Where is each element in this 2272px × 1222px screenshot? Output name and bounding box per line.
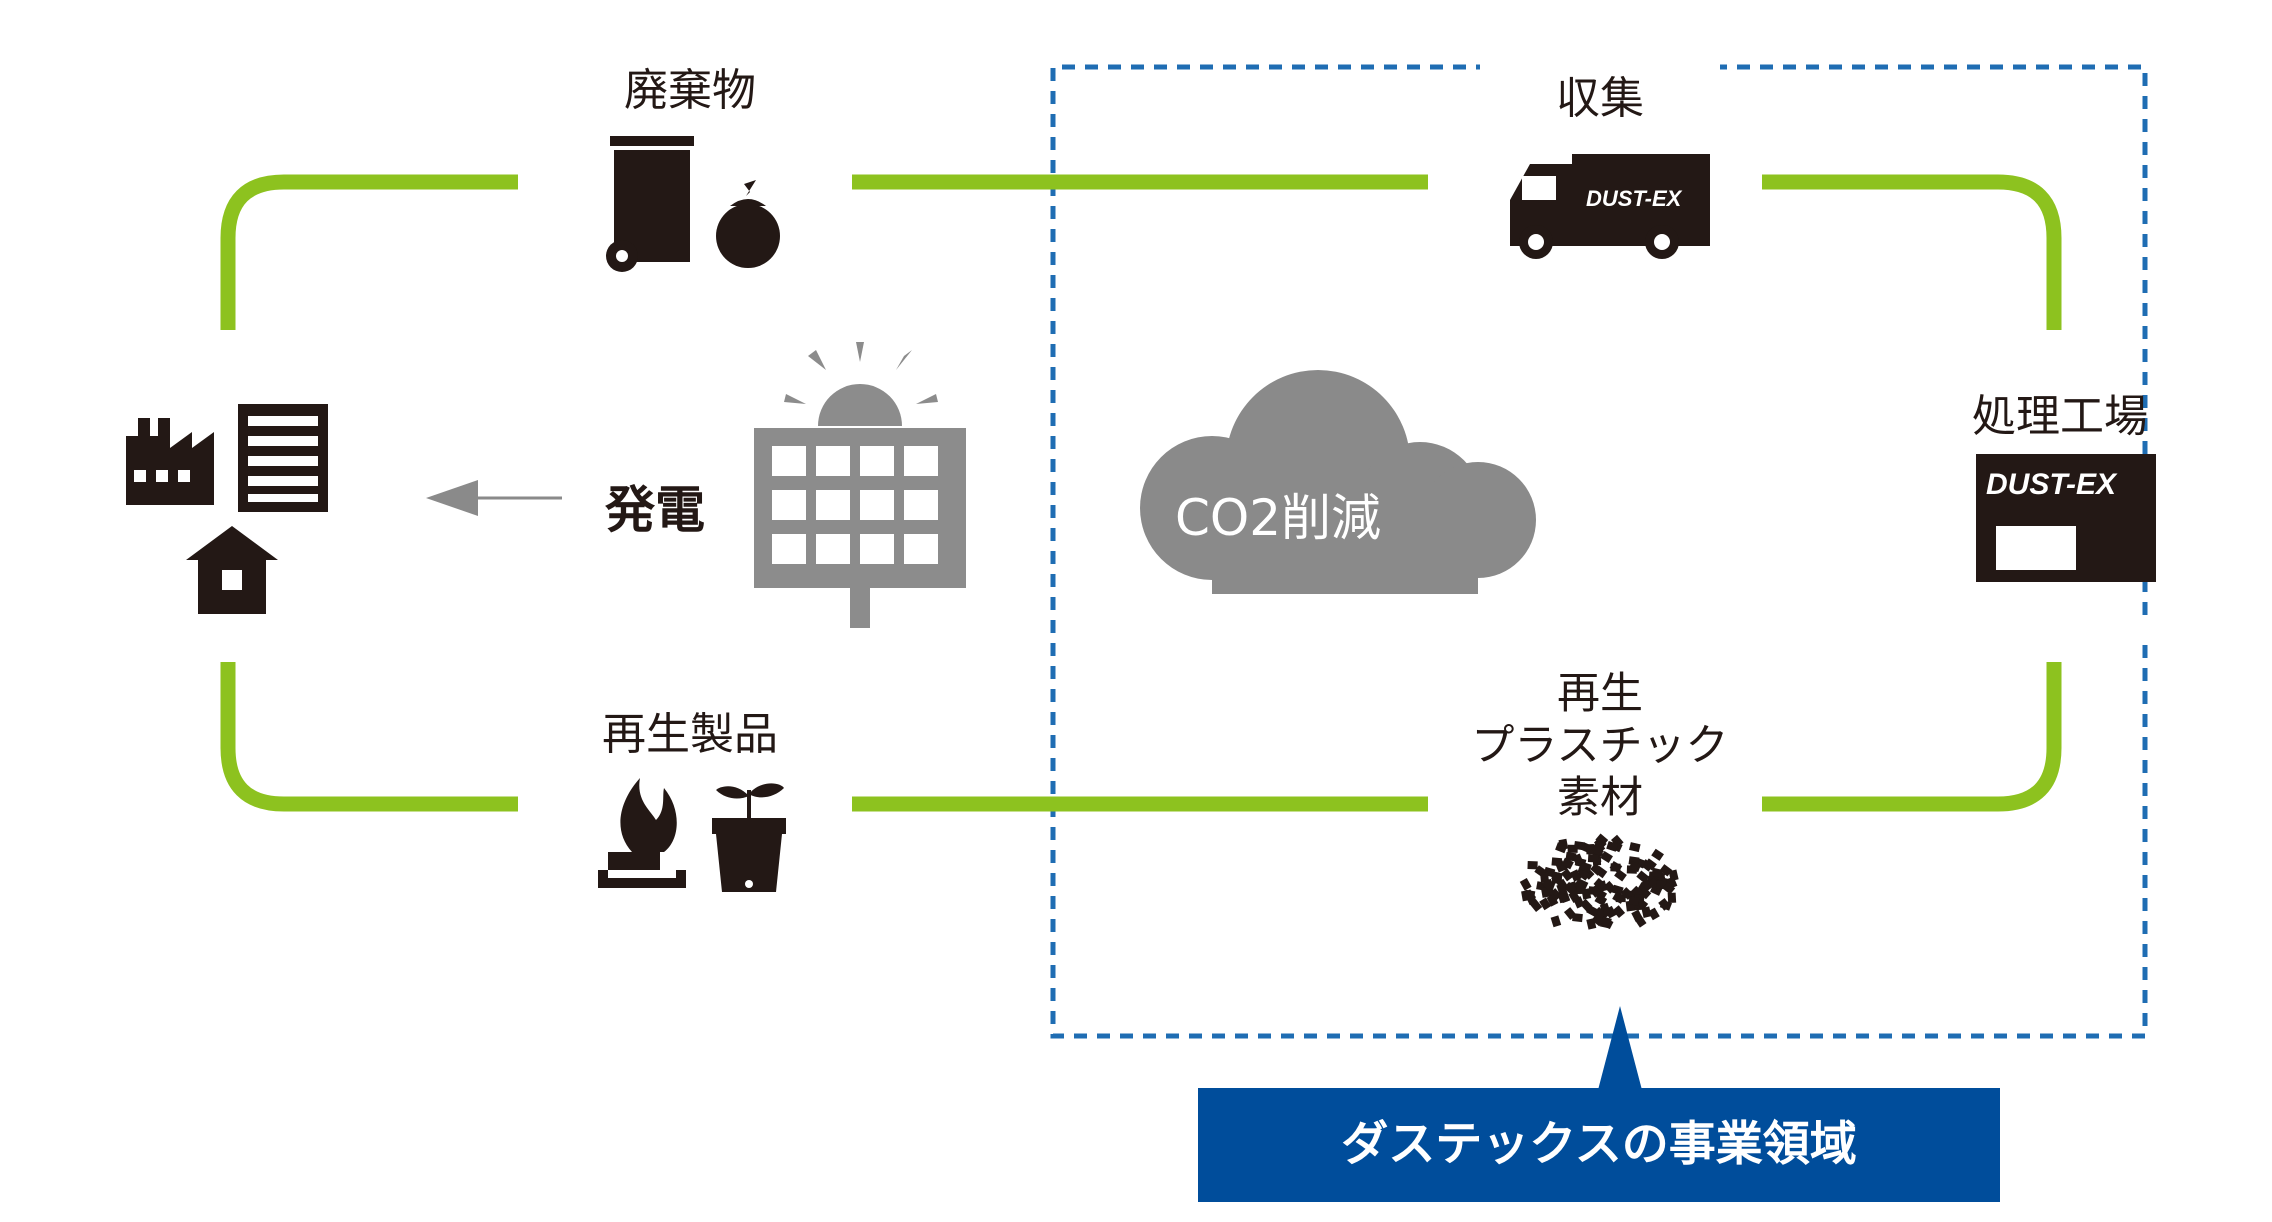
arrow-left-icon [426, 480, 562, 516]
label-co2-reduction: CO2削減 [1174, 489, 1382, 547]
house-icon [186, 526, 278, 614]
plant-building-icon: DUST-EX [1976, 454, 2156, 582]
factory-icon [126, 418, 214, 505]
label-waste: 廃棄物 [624, 65, 756, 116]
fire-icon [598, 778, 686, 888]
solar-panel-icon [754, 428, 966, 628]
label-recycled-plastic: 再生 プラスチック 素材 [1460, 668, 1740, 824]
label-power-generation: 発電 [605, 481, 705, 539]
cloud-icon [1140, 370, 1536, 594]
scope-pointer [1598, 1006, 1642, 1090]
truck-brand-text: DUST-EX [1586, 186, 1683, 211]
business-scope-box: ダステックスの事業領域 [1198, 1088, 2000, 1202]
truck-icon: DUST-EX [1510, 154, 1710, 259]
label-recycled-plastic-line3: 素材 [1557, 773, 1643, 823]
plant-brand-text: DUST-EX [1986, 468, 2118, 501]
trash-bin-icon [606, 136, 694, 272]
sun-icon [784, 342, 938, 426]
label-recycled-plastic-line1: 再生 [1557, 669, 1643, 719]
label-collection: 収集 [1556, 73, 1644, 124]
label-recycled-plastic-line2: プラスチック [1471, 721, 1729, 771]
cycle-loop [220, 174, 2062, 812]
document-icon [238, 404, 328, 512]
sprout-pot-icon [712, 783, 786, 892]
business-scope-label: ダステックスの事業領域 [1341, 1117, 1857, 1172]
business-scope-dashed-border [1050, 64, 2148, 1039]
label-treatment-plant: 処理工場 [1972, 391, 2148, 442]
label-recycled-products: 再生製品 [602, 709, 778, 760]
plastic-pellets-icon [1519, 833, 1679, 930]
garbage-bag-icon [716, 180, 780, 268]
